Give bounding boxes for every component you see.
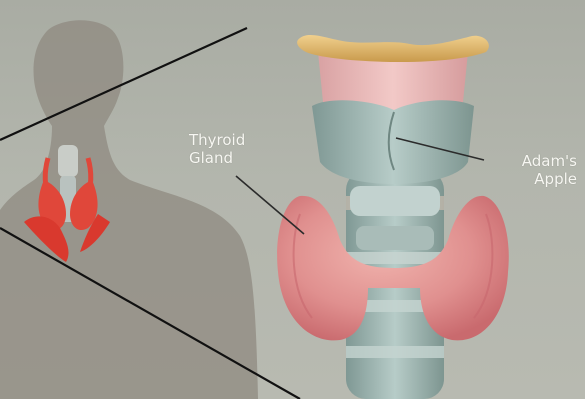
adams-label-line1: Adam's <box>522 152 577 170</box>
thyroid-gland-label: Thyroid Gland <box>189 131 245 167</box>
adams-apple-label: Adam's Apple <box>522 152 577 188</box>
thyroid-label-line2: Gland <box>189 149 245 167</box>
thyroid-label-line1: Thyroid <box>189 131 245 149</box>
cricoid-cartilage <box>350 186 440 216</box>
thyroid-cartilage <box>312 100 474 184</box>
thyroid-anatomy <box>277 35 509 399</box>
body-silhouette <box>0 20 258 399</box>
tracheal-ring <box>356 226 434 250</box>
adams-label-line2: Apple <box>522 170 577 188</box>
